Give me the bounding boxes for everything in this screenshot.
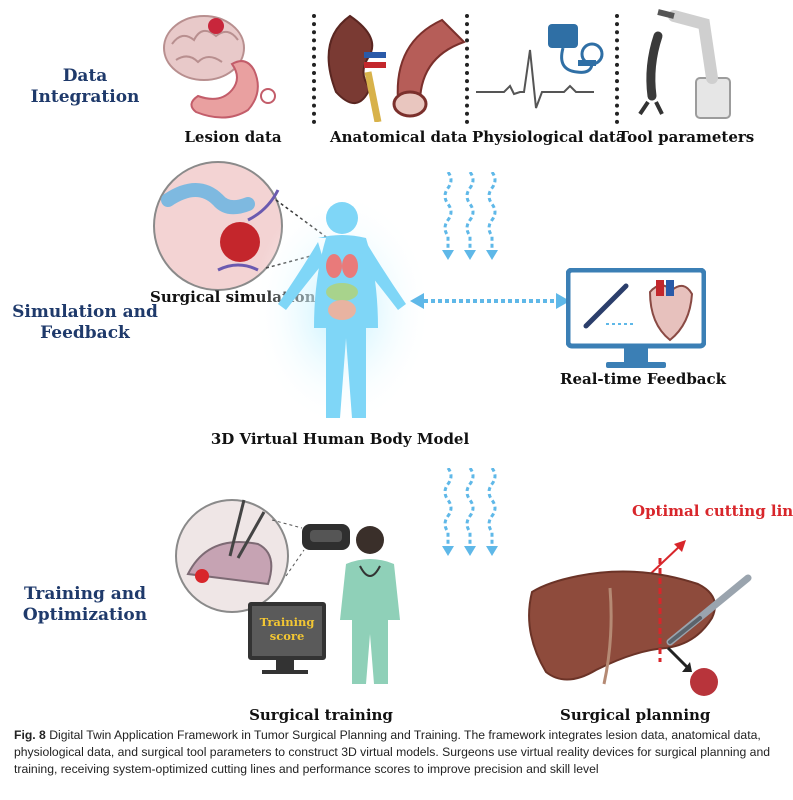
brain-stomach-illustration: [163, 15, 276, 119]
tumor-icon: [220, 222, 260, 262]
monitor-base: [262, 670, 308, 674]
blood-pressure-monitor-icon: [548, 24, 604, 74]
kidney-icon: [327, 14, 386, 122]
label-surgical-planning: Surgical planning: [560, 706, 711, 724]
label-optimal-cutting-line: Optimal cutting line: [632, 502, 793, 520]
scalpel-icon: [583, 283, 629, 329]
down-arrows-bottom: [442, 468, 498, 556]
row-label-training-line1: Training and: [23, 584, 147, 604]
monitor-stand: [276, 660, 294, 670]
row-label-simulation-line2: Feedback: [40, 323, 130, 343]
brain-surgery-zoom: [175, 499, 350, 613]
label-tool-parameters: Tool parameters: [617, 128, 755, 146]
kidney-vessel-illustration: [327, 14, 466, 122]
brain-tumor-icon: [195, 569, 209, 583]
stomach-icon: [190, 60, 276, 119]
ecg-bp-illustration: [476, 24, 604, 109]
surgical-simulation-zoom: [153, 161, 334, 291]
liver-illustration: [528, 540, 752, 696]
human-body-model: [252, 192, 432, 425]
down-arrows-top: [442, 172, 498, 260]
separator: [465, 14, 469, 124]
vr-headset-icon: [302, 524, 350, 550]
figure-caption-text: Digital Twin Application Framework in Tu…: [14, 728, 771, 776]
human-body-icon: [278, 202, 406, 418]
label-lesion-data: Lesion data: [184, 128, 282, 146]
row-label-simulation: Simulation and Feedback: [10, 302, 160, 344]
robot-arm-illustration: [638, 9, 731, 119]
brain-icon: [163, 15, 245, 81]
figure-caption-label: Fig. 8: [14, 728, 46, 742]
training-score-text: Training score: [252, 606, 322, 643]
label-anatomical-data: Anatomical data: [330, 128, 468, 146]
tumor-icon: [690, 668, 718, 696]
surgeon-illustration: [340, 526, 400, 684]
row-label-data-integration: Data Integration: [30, 66, 140, 107]
surgeon-icon: [340, 526, 400, 684]
bidirectional-arrow: [410, 293, 570, 309]
label-physiological-data: Physiological data: [472, 128, 626, 146]
label-realtime-feedback: Real-time Feedback: [560, 370, 727, 388]
separator: [312, 14, 316, 124]
training-score-line1: Training: [259, 615, 315, 629]
vessel-icon: [392, 18, 466, 118]
label-body-model: 3D Virtual Human Body Model: [210, 430, 470, 448]
training-score-monitor: Training score: [248, 602, 326, 660]
separator: [615, 14, 619, 124]
robot-arm-icon: [638, 9, 731, 119]
liver-icon: [528, 570, 716, 681]
label-surgical-training: Surgical training: [249, 706, 393, 724]
ecg-waveform-icon: [476, 49, 594, 109]
feedback-monitor-illustration: [566, 268, 706, 368]
figure-caption: Fig. 8 Digital Twin Application Framewor…: [14, 727, 782, 778]
row-label-training: Training and Optimization: [10, 584, 160, 626]
training-score-line2: score: [269, 629, 305, 643]
organs-icon: [326, 254, 358, 320]
row-label-training-line2: Optimization: [22, 605, 148, 625]
heart-icon: [648, 280, 694, 342]
row-label-simulation-line1: Simulation and: [12, 302, 158, 322]
